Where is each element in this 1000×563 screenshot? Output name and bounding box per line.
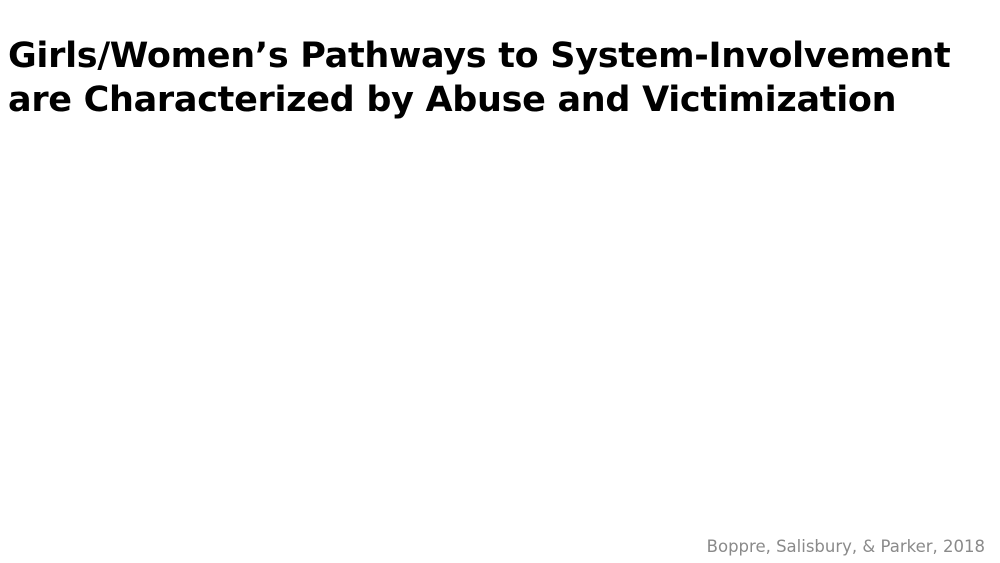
citation: Boppre, Salisbury, & Parker, 2018 [706, 537, 985, 556]
slide-title: Girls/Women’s Pathways to System-Involve… [8, 34, 998, 122]
slide-title-line-2: are Characterized by Abuse and Victimiza… [8, 80, 897, 120]
slide-title-line-1: Girls/Women’s Pathways to System-Involve… [8, 36, 951, 76]
